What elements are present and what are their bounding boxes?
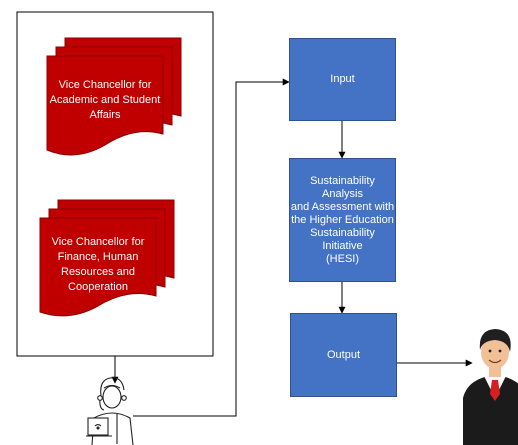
businessman-icon [463, 329, 518, 445]
input-box: Input [289, 38, 396, 121]
document-label-academic: Vice Chancellor for Academic and Student… [49, 79, 161, 121]
document-label-finance: Vice Chancellor for Finance, Human Resou… [51, 236, 145, 293]
analysis-label: Sustainability Analysis and Assessment w… [290, 174, 395, 265]
document-stack-finance [39, 199, 175, 317]
analysis-box: Sustainability Analysis and Assessment w… [289, 158, 396, 282]
connector-operator-to-input [133, 78, 290, 417]
input-label: Input [330, 73, 355, 85]
output-label: Output [326, 348, 361, 361]
operator-with-laptop-icon [86, 377, 134, 445]
output-box: Output [290, 313, 397, 397]
document-stack-academic [46, 37, 182, 156]
